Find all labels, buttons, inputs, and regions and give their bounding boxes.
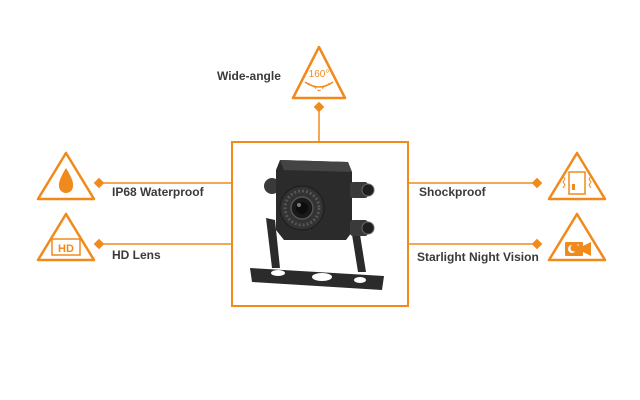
feature-label-hd-lens: HD Lens [112,248,161,262]
hd-badge: HD [58,243,74,255]
product-frame [231,141,409,307]
hd-triangle-icon: HD [36,212,96,262]
wide-angle-triangle-icon: 160° [291,45,347,100]
connector-dot-hd [93,238,105,250]
feature-label-night-vision: Starlight Night Vision [417,250,539,264]
rear-view-camera-image [250,160,384,290]
water-drop-triangle-icon [36,151,96,201]
connector-dot-wide-angle [313,101,325,113]
shockproof-triangle-icon [547,151,607,201]
connector-dot-night [531,238,543,250]
wide-angle-badge: 160° [309,69,330,80]
night-vision-triangle-icon [547,212,607,262]
connectors [93,101,543,250]
connector-dot-shockproof [531,177,543,189]
feature-label-shockproof: Shockproof [419,185,486,199]
feature-label-wide-angle: Wide-angle [217,69,281,83]
connector-dot-waterproof [93,177,105,189]
feature-label-waterproof: IP68 Waterproof [112,185,204,199]
